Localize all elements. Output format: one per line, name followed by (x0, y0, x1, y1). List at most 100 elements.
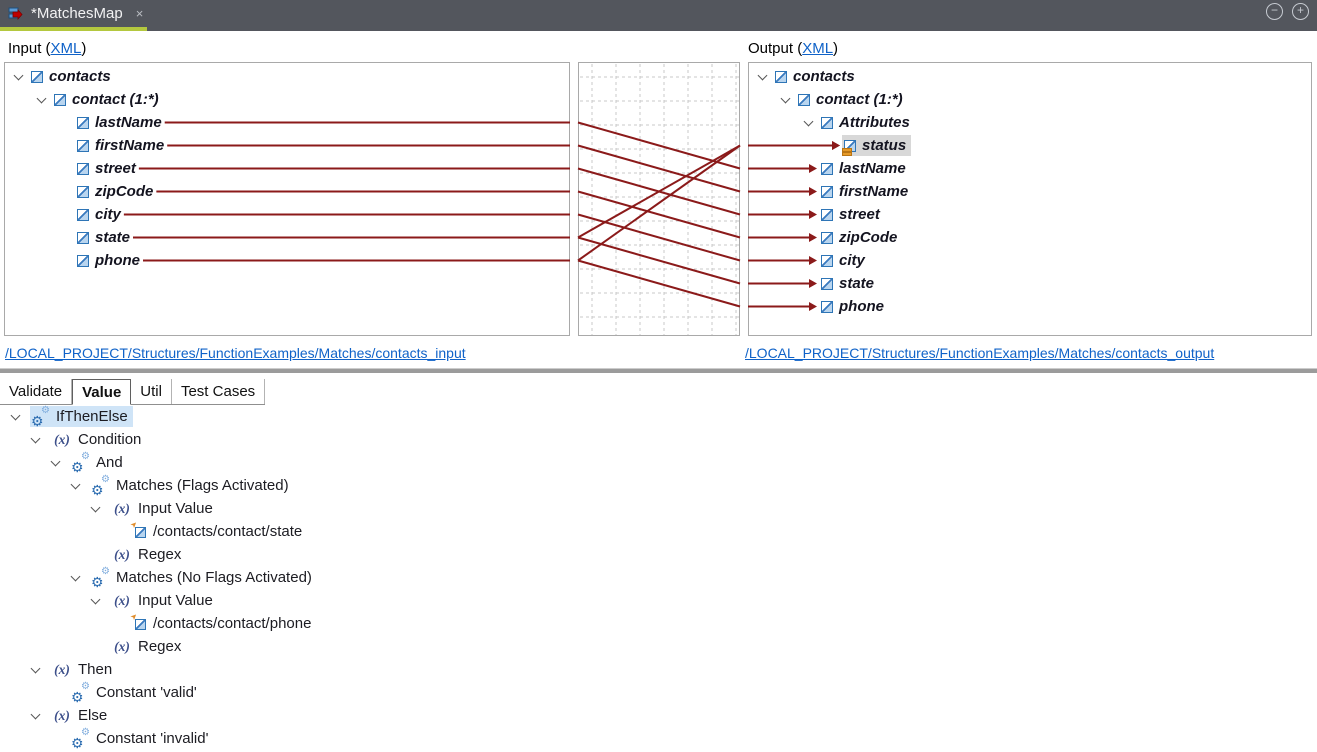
gear-icon: ⚙ (101, 565, 110, 577)
row-label: phone (95, 252, 140, 269)
row-label: Matches (Flags Activated) (116, 477, 289, 494)
schema-row-contact-1[interactable]: contact (1:*) (5, 88, 569, 111)
function-row-matches-flags-activated[interactable]: ⚙⚙Matches (Flags Activated) (0, 474, 1317, 497)
gear-icon: ⚙ (81, 450, 90, 462)
document-tab[interactable]: *MatchesMap × (0, 0, 147, 27)
function-row-contacts-contact-phone[interactable]: ➤/contacts/contact/phone (0, 611, 1317, 635)
row-label: firstName (95, 137, 165, 154)
row-content: zipCode (75, 181, 158, 202)
element-icon (135, 619, 146, 630)
function-row-matches-no-flags-activated[interactable]: ⚙⚙Matches (No Flags Activated) (0, 566, 1317, 589)
chevron-slot (70, 479, 90, 489)
row-content: firstName (819, 181, 913, 202)
chevron-down-icon[interactable] (50, 456, 61, 466)
schema-row-phone[interactable]: phone (5, 249, 569, 272)
element-icon (798, 93, 810, 106)
schema-row-street[interactable]: street (5, 157, 569, 180)
chevron-down-icon[interactable] (10, 410, 21, 420)
row-label: Regex (138, 546, 182, 563)
function-row-input-value[interactable]: (x)Input Value (0, 589, 1317, 612)
row-label: Condition (78, 431, 142, 448)
output-caption: Output (XML) (748, 40, 838, 57)
schema-row-contacts[interactable]: contacts (749, 65, 1311, 88)
input-xml-link[interactable]: XML (50, 40, 82, 57)
schema-row-state[interactable]: state (5, 226, 569, 249)
function-row-regex[interactable]: (x)Regex (0, 543, 1317, 566)
schema-row-contact-1[interactable]: contact (1:*) (749, 88, 1311, 111)
chevron-down-icon[interactable] (780, 93, 791, 103)
schema-row-phone[interactable]: phone (749, 295, 1311, 318)
schema-row-contacts[interactable]: contacts (5, 65, 569, 88)
parameter-fx-icon: (x) (114, 638, 130, 654)
collapse-button[interactable]: − (1266, 3, 1283, 20)
gear-icon: ⚙ (71, 458, 84, 475)
function-row-condition[interactable]: (x) Condition (0, 428, 1317, 451)
output-structure-link[interactable]: /LOCAL_PROJECT/Structures/FunctionExampl… (745, 345, 1215, 361)
function-gears-icon: ⚙⚙ (31, 405, 50, 428)
chevron-down-icon[interactable] (30, 663, 41, 673)
chevron-down-icon[interactable] (36, 93, 47, 103)
schema-row-status[interactable]: status (749, 134, 1311, 157)
schema-row-firstname[interactable]: firstName (5, 134, 569, 157)
schema-row-zipcode[interactable]: zipCode (749, 226, 1311, 249)
schema-row-attributes[interactable]: Attributes (749, 111, 1311, 134)
row-content: (x)Else (50, 705, 112, 726)
tab-util[interactable]: Util (131, 379, 172, 404)
row-label: /contacts/contact/phone (153, 615, 312, 632)
row-content: ⚙⚙Matches (No Flags Activated) (90, 565, 317, 589)
schema-row-city[interactable]: city (5, 203, 569, 226)
output-xml-link[interactable]: XML (802, 40, 834, 57)
chevron-down-icon[interactable] (757, 70, 768, 80)
row-label: street (95, 160, 136, 177)
row-label: zipCode (95, 183, 154, 200)
chevron-down-icon[interactable] (90, 594, 101, 604)
gear-icon: ⚙ (101, 473, 110, 485)
row-content: state (819, 273, 879, 294)
input-structure-link[interactable]: /LOCAL_PROJECT/Structures/FunctionExampl… (5, 345, 466, 361)
expand-button[interactable]: + (1292, 3, 1309, 20)
function-gears-icon: ⚙⚙ (71, 450, 90, 475)
function-row-else[interactable]: (x)Else (0, 704, 1317, 727)
schema-row-lastname[interactable]: lastName (5, 111, 569, 134)
close-icon[interactable]: × (135, 6, 144, 21)
mapping-document-icon (8, 7, 23, 20)
function-row-contacts-contact-state[interactable]: ➤/contacts/contact/state (0, 519, 1317, 543)
function-gears-icon: ⚙⚙ (71, 681, 90, 704)
schema-row-city[interactable]: city (749, 249, 1311, 272)
chevron-down-icon[interactable] (13, 70, 24, 80)
row-label: state (95, 229, 131, 246)
chevron-down-icon[interactable] (803, 116, 814, 126)
chevron-down-icon[interactable] (70, 571, 81, 581)
tab-test-cases[interactable]: Test Cases (172, 379, 266, 404)
function-row-regex[interactable]: (x)Regex (0, 635, 1317, 658)
row-content: ⚙⚙Matches (Flags Activated) (90, 473, 294, 497)
chevron-down-icon[interactable] (30, 433, 41, 443)
schema-row-firstname[interactable]: firstName (749, 180, 1311, 203)
tab-value[interactable]: Value (72, 379, 132, 405)
function-row-constant-valid[interactable]: ⚙⚙Constant 'valid' (0, 681, 1317, 704)
chevron-down-icon[interactable] (70, 479, 81, 489)
function-row-ifthenelse[interactable]: ⚙⚙IfThenElse (0, 405, 1317, 428)
element-icon (54, 93, 66, 106)
function-row-and[interactable]: ⚙⚙And (0, 451, 1317, 474)
schema-row-zipcode[interactable]: zipCode (5, 180, 569, 203)
function-row-constant-invalid[interactable]: ⚙⚙Constant 'invalid' (0, 727, 1317, 750)
row-label: state (839, 275, 875, 292)
row-content: state (75, 227, 135, 248)
row-label: status (862, 137, 907, 154)
row-content: ➤/contacts/contact/phone (128, 611, 316, 634)
schema-row-lastname[interactable]: lastName (749, 157, 1311, 180)
parameter-fx-icon: (x) (54, 431, 70, 447)
function-row-input-value[interactable]: (x)Input Value (0, 497, 1317, 520)
attribute-element-icon (842, 139, 856, 156)
chevron-down-icon[interactable] (30, 709, 41, 719)
element-icon (31, 70, 43, 83)
tab-validate[interactable]: Validate (0, 379, 73, 404)
horizontal-splitter[interactable] (0, 368, 1317, 375)
function-row-then[interactable]: (x)Then (0, 658, 1317, 681)
parameter-fx-icon: (x) (114, 592, 130, 608)
chevron-down-icon[interactable] (90, 502, 101, 512)
schema-row-state[interactable]: state (749, 272, 1311, 295)
schema-row-street[interactable]: street (749, 203, 1311, 226)
